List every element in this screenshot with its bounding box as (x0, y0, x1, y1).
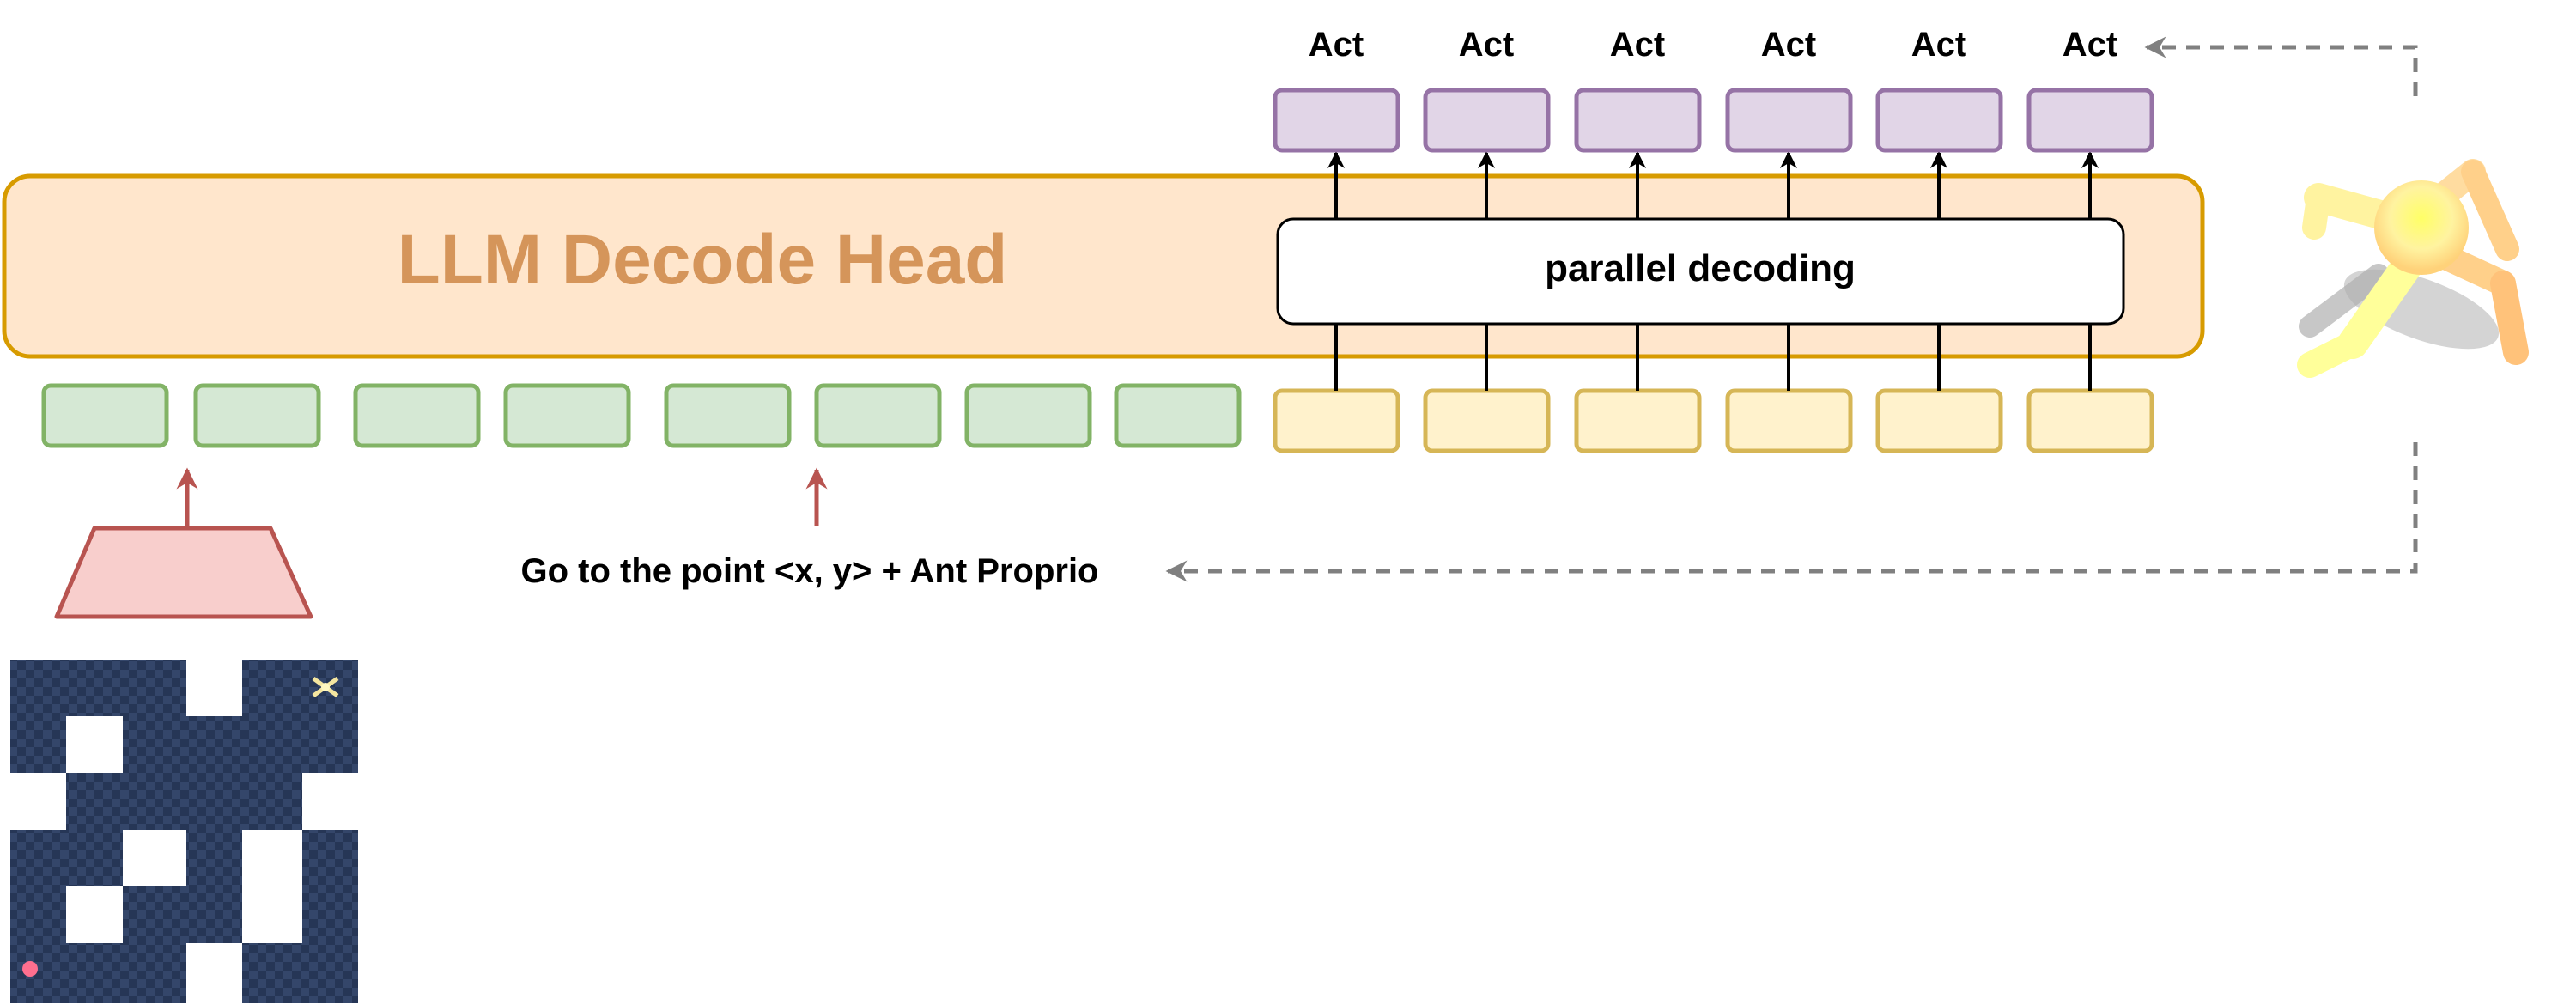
act-label: Act (1911, 26, 1966, 64)
input-token (1114, 383, 1242, 448)
query-token (1725, 388, 1853, 453)
query-token (1273, 388, 1400, 453)
input-token (503, 383, 631, 448)
maze-walls (10, 660, 358, 1004)
action-token (1574, 88, 1702, 153)
act-label: Act (2063, 26, 2117, 64)
feedback-loop-bottom (1165, 442, 2418, 582)
act-label: Act (1309, 26, 1364, 64)
act-label: Act (1459, 26, 1514, 64)
maze-ant-marker (312, 676, 339, 698)
input-token (353, 383, 481, 448)
act-label: Act (1610, 26, 1665, 64)
query-token (1423, 388, 1551, 453)
input-tokens (41, 383, 1242, 448)
input-token (964, 383, 1092, 448)
input-token (41, 383, 169, 448)
query-token (1574, 388, 1702, 453)
vision-encoder (54, 526, 313, 619)
action-labels: Act Act Act Act Act Act (1309, 26, 2117, 64)
instruction-text: Go to the point <x, y> + Ant Proprio (520, 552, 1098, 590)
act-label: Act (1761, 26, 1816, 64)
input-token (193, 383, 321, 448)
action-tokens (1273, 88, 2154, 153)
query-token (1875, 388, 2003, 453)
action-token (1875, 88, 2003, 153)
action-query-tokens (1273, 388, 2154, 453)
parallel-decoding-label: parallel decoding (1545, 247, 1856, 289)
llm-decode-head-title: LLM Decode Head (398, 221, 1008, 299)
parallel-decoding-block (1276, 217, 2125, 326)
maze-observation (10, 660, 358, 1004)
input-token (664, 383, 792, 448)
action-token (1273, 88, 1400, 153)
query-to-decoder-lines (1334, 324, 2092, 391)
feedback-loop-top (2144, 36, 2418, 96)
decoder-to-action-arrows (1327, 151, 2099, 219)
maze-goal-marker (22, 961, 38, 977)
action-token (2026, 88, 2154, 153)
ant-robot-icon (2297, 159, 2529, 378)
query-token (2026, 388, 2154, 453)
input-token (814, 383, 942, 448)
action-token (1423, 88, 1551, 153)
action-token (1725, 88, 1853, 153)
